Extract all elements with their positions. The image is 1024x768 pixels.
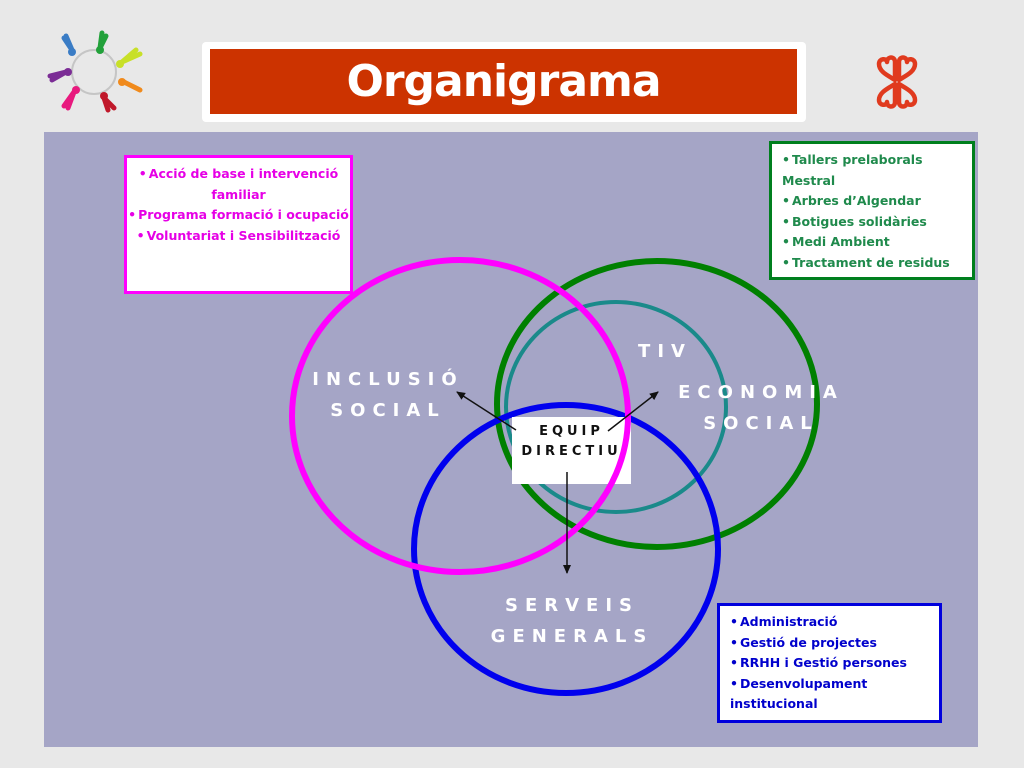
economia-item: Arbres d’Algendar [782,191,972,212]
serveis-item: Administració [730,612,939,633]
serveis-item: Gestió de projectes [730,633,939,654]
title-frame: Organigrama [202,42,806,122]
label-economia-social: ECONOMIA SOCIAL [666,377,856,439]
label-serveis-generals: SERVEIS GENERALS [480,590,664,652]
label-inclusio-line1: INCLUSIÓ [312,369,464,390]
label-serveis-line1: SERVEIS [504,595,639,616]
slide-title: Organigrama [346,56,661,107]
inclusio-programs-box: Acció de base i intervenció familiar Pro… [124,155,353,294]
figure-red [101,95,117,113]
serveis-programs-box: Administració Gestió de projectes RRHH i… [717,603,942,723]
label-tiv-text: TIV [638,341,692,362]
economia-programs-box: Tallers prelaborals Mestral Arbres d’Alg… [769,141,975,280]
figure-purple [47,69,69,83]
arrow-to-inclusio [456,391,517,431]
equip-directiu-label: EQUIP DIRECTIU [512,422,631,462]
circle-serveis-generals [411,402,721,696]
figure-blue [61,33,75,53]
label-economia-line2: SOCIAL [703,413,819,434]
inclusio-item: Acció de base i intervenció familiar [127,164,350,205]
figure-green [97,30,109,51]
circle-economia-social [494,258,820,550]
economia-item: Tallers prelaborals Mestral [782,150,972,191]
label-inclusio-line2: SOCIAL [330,400,446,421]
title-bar: Organigrama [210,49,797,114]
economia-item: Botigues solidàries [782,212,972,233]
hearts-cross-logo [876,55,918,109]
label-serveis-line2: GENERALS [490,626,654,647]
economia-item: Medi Ambient [782,232,972,253]
economia-item: Tractament de residus [782,253,972,274]
label-economia-line1: ECONOMIA [678,382,844,403]
figure-lime [119,47,143,65]
equip-directiu-line2: DIRECTIU [521,444,622,459]
serveis-item: Desenvolupament institucional [730,674,939,715]
figure-pink [61,89,77,111]
inclusio-item: Programa formació i ocupació [127,205,350,226]
label-inclusio-social: INCLUSIÓ SOCIAL [296,364,480,426]
arrow-to-economia [607,391,659,432]
circle-tiv [504,300,728,514]
people-circle-logo [47,30,143,113]
label-tiv: TIV [630,339,700,365]
figure-orange [121,79,143,93]
equip-directiu-line1: EQUIP [539,424,604,439]
serveis-item: RRHH i Gestió persones [730,653,939,674]
inclusio-item: Voluntariat i Sensibilització [127,226,350,247]
